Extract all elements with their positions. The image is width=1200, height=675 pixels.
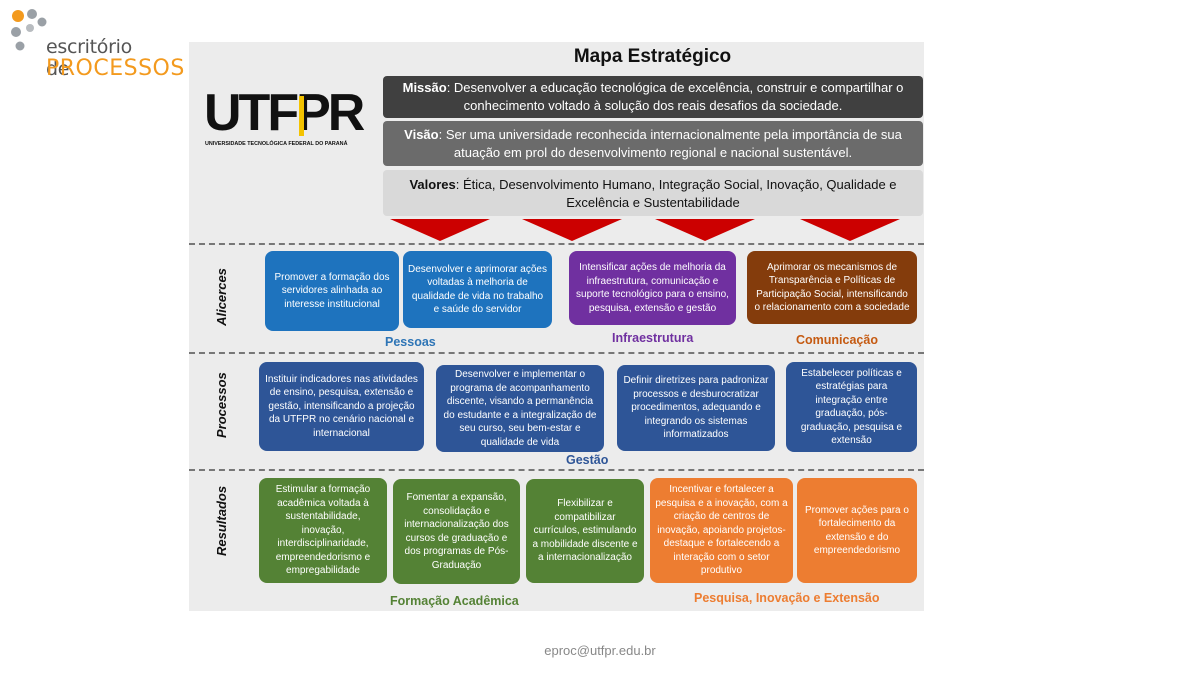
valores-bar: Valores: Ética, Desenvolvimento Humano, … bbox=[383, 170, 923, 216]
valores-text: : Ética, Desenvolvimento Humano, Integra… bbox=[455, 177, 897, 210]
objective-box: Promover ações para o fortalecimento da … bbox=[797, 478, 917, 583]
objective-box: Aprimorar os mecanismos de Transparência… bbox=[747, 251, 917, 324]
logo-line1: escritório de bbox=[46, 36, 132, 80]
valores-label: Valores bbox=[409, 177, 456, 192]
row-divider bbox=[189, 352, 924, 354]
category-formacao: Formação Acadêmica bbox=[390, 594, 519, 608]
missao-label: Missão bbox=[402, 80, 447, 95]
category-pessoas: Pessoas bbox=[385, 335, 436, 349]
category-pesquisa: Pesquisa, Inovação e Extensão bbox=[694, 591, 880, 605]
utfpr-logo: UTFPR UNIVERSIDADE TECNOLÓGICA FEDERAL D… bbox=[204, 86, 365, 148]
logo-line2: PROCESSOS bbox=[46, 56, 185, 81]
utfpr-subtitle: UNIVERSIDADE TECNOLÓGICA FEDERAL DO PARA… bbox=[205, 141, 348, 147]
objective-box: Incentivar e fortalecer a pesquisa e a i… bbox=[650, 478, 793, 583]
map-title: Mapa Estratégico bbox=[573, 46, 732, 67]
row-divider bbox=[189, 469, 924, 471]
missao-text: : Desenvolver a educação tecnológica de … bbox=[446, 80, 904, 113]
objective-box: Estabelecer políticas e estratégias para… bbox=[786, 362, 917, 452]
footer-email[interactable]: eproc@utfpr.edu.br bbox=[544, 643, 656, 658]
objective-box: Promover a formação dos servidores alinh… bbox=[265, 251, 399, 331]
visao-bar: Visão: Ser uma universidade reconhecida … bbox=[383, 121, 923, 166]
objective-box: Desenvolver e aprimorar ações voltadas à… bbox=[403, 251, 552, 328]
objective-box: Desenvolver e implementar o programa de … bbox=[436, 365, 604, 452]
visao-label: Visão bbox=[404, 127, 439, 142]
missao-bar: Missão: Desenvolver a educação tecnológi… bbox=[383, 76, 923, 118]
down-arrow-icon bbox=[800, 219, 900, 241]
row-label-resultados: Resultados bbox=[214, 485, 229, 556]
objective-box: Intensificar ações de melhoria da infrae… bbox=[569, 251, 736, 325]
row-label-alicerces: Alicerces bbox=[214, 268, 229, 326]
objective-box: Fomentar a expansão, consolidação e inte… bbox=[393, 479, 520, 584]
objective-box: Instituir indicadores nas atividades de … bbox=[259, 362, 424, 451]
escritorio-logo: escritório de PROCESSOS bbox=[8, 6, 184, 86]
category-gestao: Gestão bbox=[566, 453, 609, 467]
down-arrow-icon bbox=[655, 219, 755, 241]
objective-box: Flexibilizar e compatibilizar currículos… bbox=[526, 479, 644, 583]
category-comunicacao: Comunicação bbox=[796, 333, 878, 347]
row-divider bbox=[189, 243, 924, 245]
row-label-processos: Processos bbox=[214, 372, 229, 438]
utfpr-word: UTFPR bbox=[204, 84, 365, 142]
dots-logo-icon bbox=[11, 9, 47, 51]
objective-box: Definir diretrizes para padronizar proce… bbox=[617, 365, 775, 451]
down-arrow-icon bbox=[390, 219, 490, 241]
objective-box: Estimular a formação acadêmica voltada à… bbox=[259, 478, 387, 583]
down-arrow-icon bbox=[522, 219, 622, 241]
category-infraestrutura: Infraestrutura bbox=[612, 331, 694, 345]
utfpr-yellow-bar bbox=[299, 96, 304, 136]
visao-text: : Ser uma universidade reconhecida inter… bbox=[438, 127, 902, 160]
